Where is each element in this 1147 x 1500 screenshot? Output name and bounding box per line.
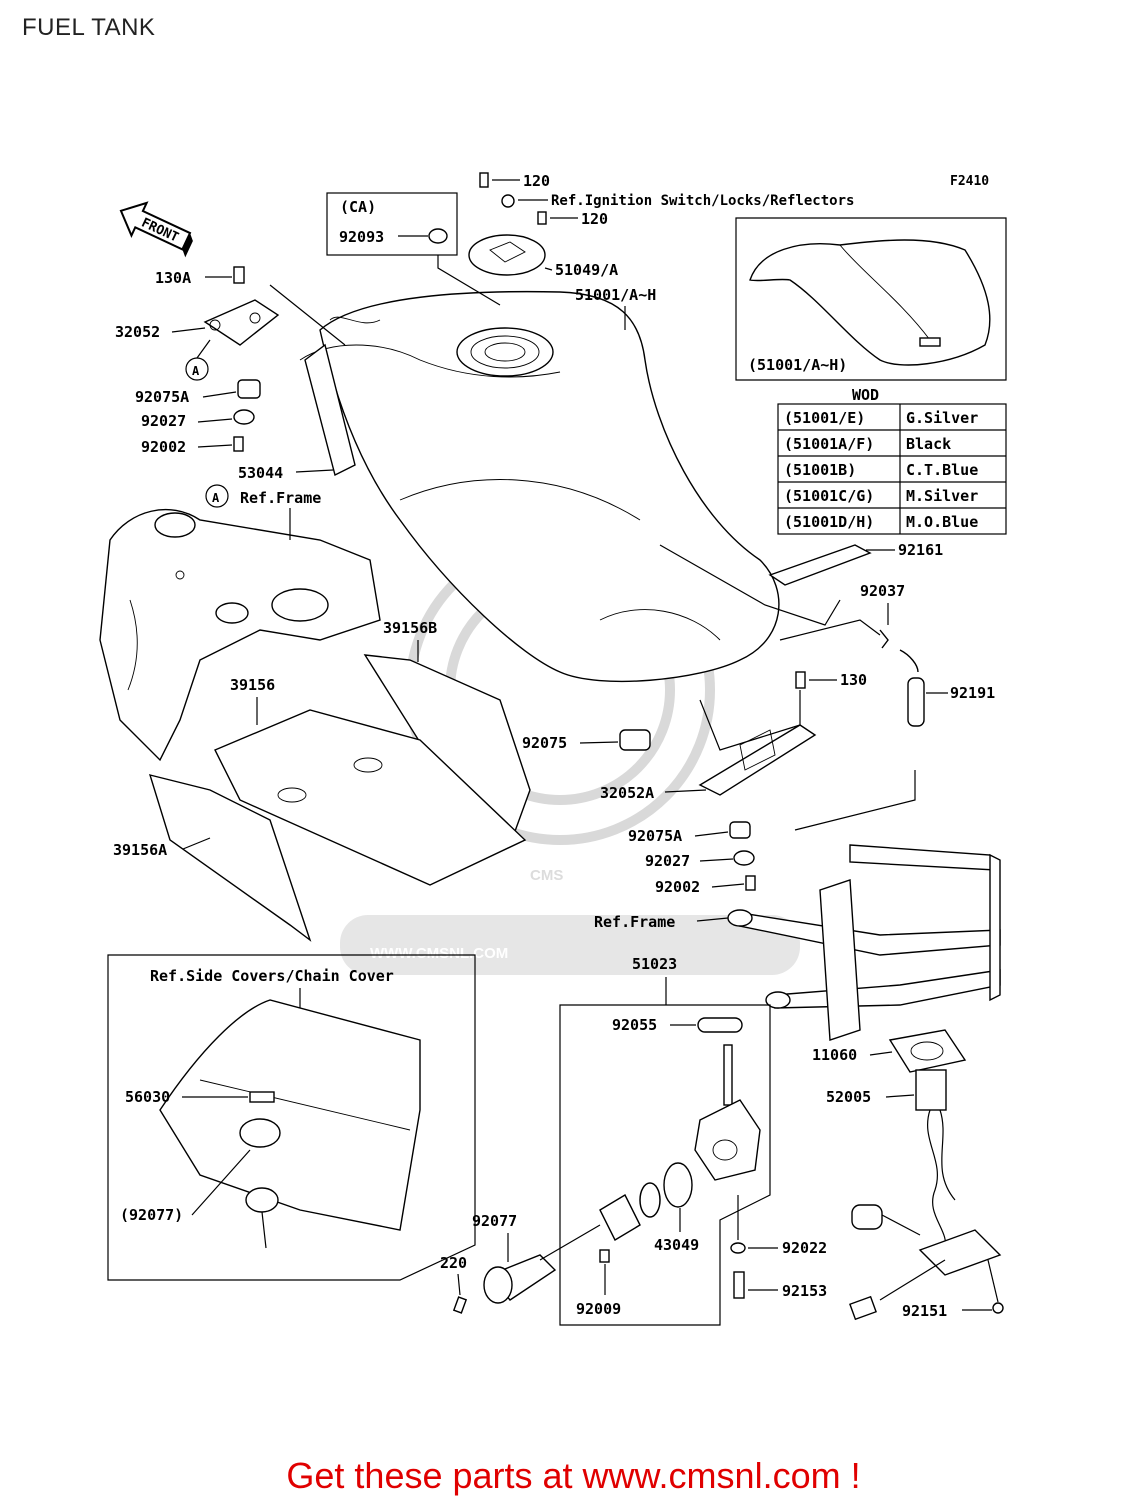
label-220: 220	[440, 1254, 467, 1272]
label-39156: 39156	[230, 676, 275, 694]
bolt-92002	[745, 875, 756, 891]
label-92009: 92009	[576, 1300, 621, 1318]
hose-bend-92191	[899, 649, 919, 673]
label-51049: 51049/A	[555, 261, 618, 279]
collar-92027	[733, 850, 755, 866]
ca-box-label: (CA)	[340, 198, 376, 216]
label-92002-top: 92002	[141, 438, 186, 456]
label-92191: 92191	[950, 684, 995, 702]
label-92161: 92161	[898, 541, 943, 559]
ca-box-part: 92093	[339, 228, 384, 246]
marker-a-frame: A	[212, 491, 220, 505]
label-92077: 92077	[472, 1212, 517, 1230]
call-to-action-link[interactable]: Get these parts at www.cmsnl.com !	[286, 1455, 861, 1496]
bracket-32052	[203, 266, 280, 346]
frame-rear	[727, 770, 1001, 1041]
fuel-cap	[468, 234, 546, 276]
bolt-130	[795, 671, 806, 689]
label-43049: 43049	[654, 1236, 699, 1254]
ref-ignition: Ref.Ignition Switch/Locks/Reflectors	[551, 193, 854, 209]
ref-side-covers: Ref.Side Covers/Chain Cover	[150, 967, 394, 985]
page-title: FUEL TANK	[22, 14, 156, 41]
label-130: 130	[840, 671, 867, 689]
label-92151: 92151	[902, 1302, 947, 1320]
pad-39156	[214, 709, 527, 886]
label-56030: 56030	[125, 1088, 170, 1106]
label-92075a-bot: 92075A	[628, 827, 682, 845]
ref-frame-top: Ref.Frame	[240, 489, 321, 507]
wod-color-0: G.Silver	[906, 409, 978, 427]
screw-92009	[599, 1249, 610, 1263]
label-120-top: 120	[523, 172, 550, 190]
label-39156a: 39156A	[113, 841, 167, 859]
bolt-92153	[733, 1271, 745, 1299]
label-32052a: 32052A	[600, 784, 654, 802]
wod-header: WOD	[852, 386, 879, 404]
wod-code-3: (51001C/G)	[784, 487, 874, 505]
front-arrow-icon: FRONT	[119, 201, 193, 258]
label-92153: 92153	[782, 1282, 827, 1300]
gasket-92055	[697, 1017, 743, 1033]
label-39156b: 39156B	[383, 619, 437, 637]
wod-code-0: (51001/E)	[784, 409, 865, 427]
bracket-32052a	[698, 724, 817, 796]
wod-code-4: (51001D/H)	[784, 513, 874, 531]
label-32052: 32052	[115, 323, 160, 341]
label-120-mid: 120	[581, 210, 608, 228]
ref-frame-bottom: Ref.Frame	[594, 913, 675, 931]
label-92027-bot: 92027	[645, 852, 690, 870]
wod-color-3: M.Silver	[906, 487, 978, 505]
label-92037: 92037	[860, 582, 905, 600]
wod-table: WOD (51001/E) G.Silver (51001A/F) Black …	[777, 386, 1007, 535]
wod-code-1: (51001A/F)	[784, 435, 874, 453]
pad-39156a	[148, 774, 312, 942]
strip-92161	[768, 544, 872, 586]
washer-92022	[730, 1242, 746, 1254]
label-92075a-top: 92075A	[135, 388, 189, 406]
label-11060: 11060	[812, 1046, 857, 1064]
bolt-92151	[992, 1302, 1004, 1314]
watermark-brand: CMS	[530, 867, 563, 884]
figure-code: F2410	[950, 174, 989, 189]
fuel-tap-box: 51023 92055 43049 92009 92022	[559, 955, 827, 1326]
label-92002-bot: 92002	[655, 878, 700, 896]
wod-color-1: Black	[906, 435, 951, 453]
seal-43049	[663, 1162, 693, 1208]
label-130a: 130A	[155, 269, 191, 287]
label-92075: 92075	[522, 734, 567, 752]
side-cover-box: Ref.Side Covers/Chain Cover 56030 (92077…	[107, 954, 476, 1281]
wod-color-4: M.O.Blue	[906, 513, 978, 531]
hose-92191	[907, 677, 925, 727]
gasket-11060	[888, 1029, 967, 1073]
label-92055: 92055	[612, 1016, 657, 1034]
label-92022: 92022	[782, 1239, 827, 1257]
label-92077-paren: (92077)	[120, 1206, 183, 1224]
clip-92037	[879, 629, 889, 649]
wod-code-2: (51001B)	[784, 461, 856, 479]
label-52005: 52005	[826, 1088, 871, 1106]
fuel-pump-52005	[849, 1069, 1002, 1321]
label-51023: 51023	[632, 955, 677, 973]
label-53044: 53044	[238, 464, 283, 482]
bolt-120-top	[479, 172, 520, 188]
mount-92075a	[729, 821, 751, 839]
ca-box: (CA) 92093	[326, 192, 501, 306]
wod-color-2: C.T.Blue	[906, 461, 978, 479]
bolt-220	[452, 1296, 468, 1314]
lever-housing	[599, 1194, 641, 1241]
watermark-url: WWW.CMSNL.COM	[370, 945, 508, 962]
frame-left	[99, 508, 381, 762]
grommet-92075	[619, 729, 651, 751]
fuel-cock	[694, 1044, 761, 1181]
inset-tank-label: (51001/A~H)	[748, 356, 847, 374]
lever-92077	[483, 1254, 557, 1304]
marker-a-top: A	[192, 364, 200, 378]
inset-tank-box: (51001/A~H)	[735, 217, 1007, 381]
label-92027-top: 92027	[141, 412, 186, 430]
rubber-strip-53044	[304, 343, 356, 477]
label-51001: 51001/A~H	[575, 286, 656, 304]
fuel-tank	[299, 290, 780, 683]
bolt-120-mid	[537, 211, 578, 225]
